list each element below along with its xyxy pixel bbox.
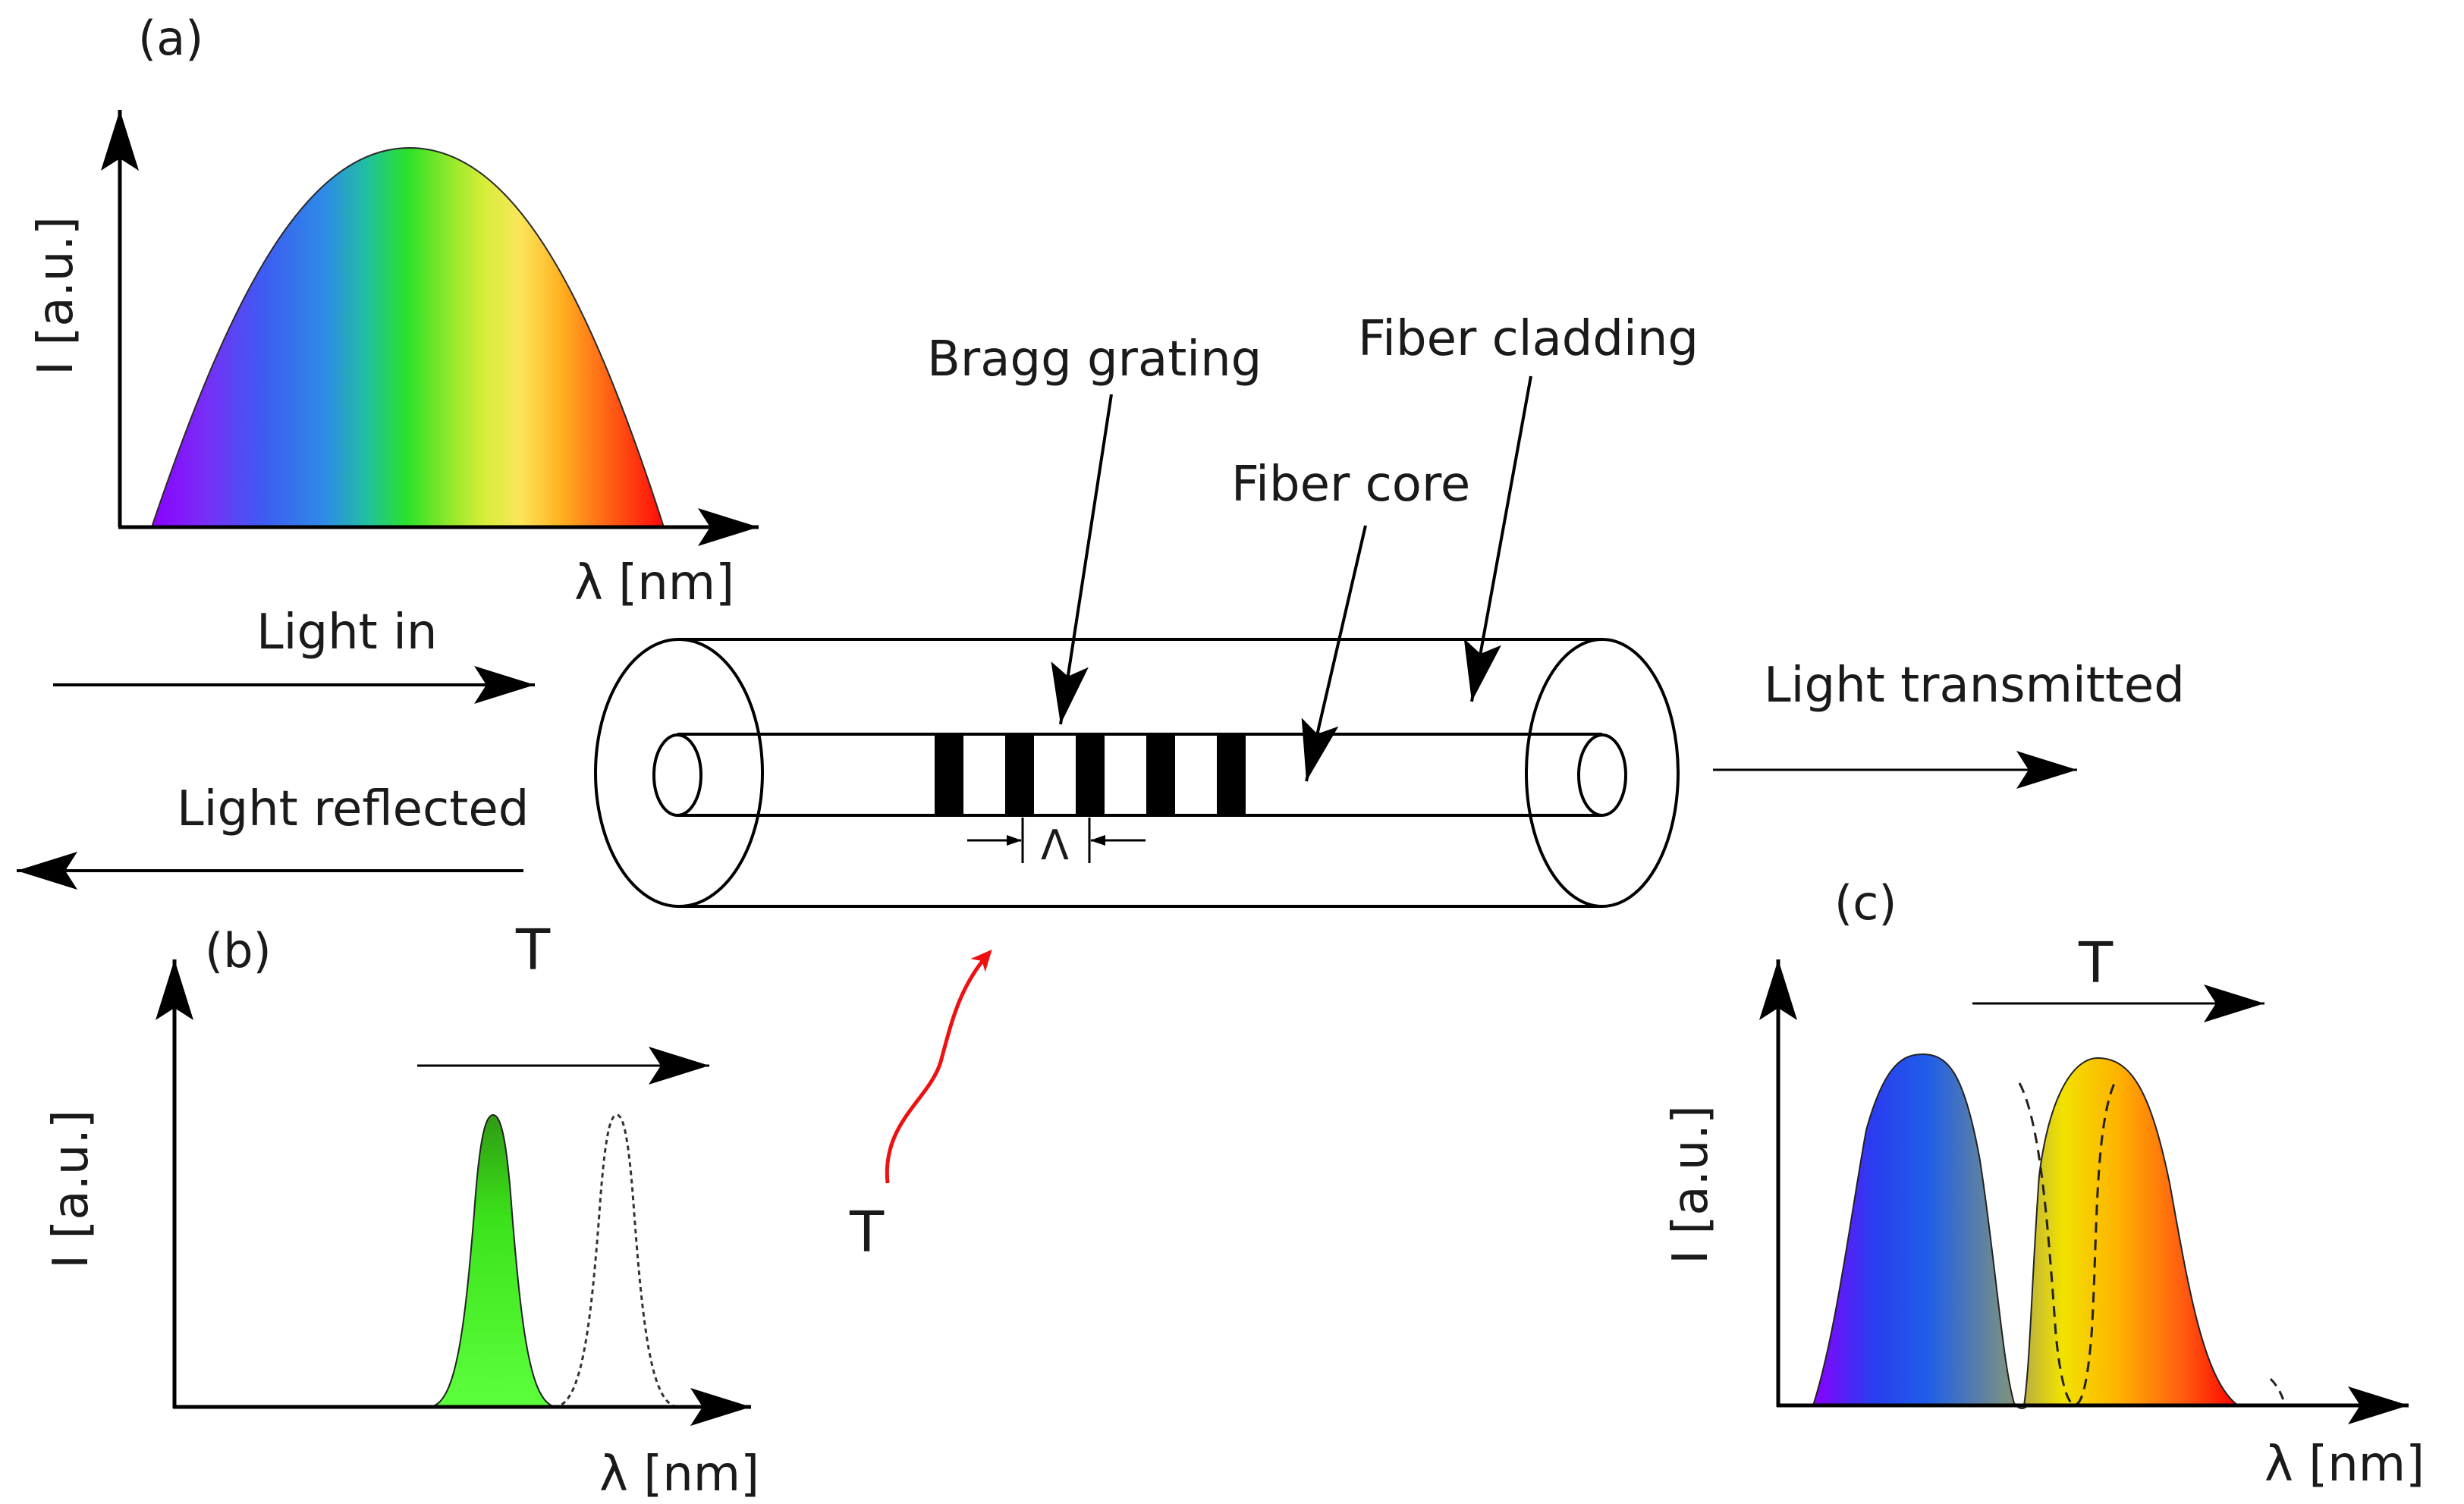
temperature-label-center: T: [849, 1200, 885, 1265]
panel-b: (b) T I [a.u.] λ [nm]: [43, 918, 759, 1502]
grating-bar: [1217, 734, 1246, 815]
panel-a: (a) I [a.u.] λ [nm]: [28, 11, 759, 611]
core-right-end: [1577, 733, 1627, 817]
panel-b-label: (b): [205, 923, 272, 978]
temperature-stimulus: T: [849, 950, 992, 1265]
panel-b-y-label: I [a.u.]: [43, 1110, 99, 1269]
panel-c-label: (c): [1834, 875, 1897, 931]
panel-a-x-label: λ [nm]: [574, 555, 734, 611]
fiber-annotations: Bragg grating Fiber cladding Fiber core: [927, 311, 1699, 782]
reflected-peak: [428, 1113, 558, 1408]
transmitted-band-left: [1812, 1053, 2034, 1409]
shifted-reflected-peak: [553, 1113, 680, 1408]
period-symbol: Λ: [1041, 821, 1069, 869]
transmitted-band-right: [2022, 1057, 2241, 1406]
grating-period-marker: [967, 818, 1146, 863]
core-left-end: [652, 733, 702, 817]
fiber-cladding-pointer: [1463, 375, 1532, 702]
shifted-tail: [2269, 1377, 2286, 1406]
fiber-core-label: Fiber core: [1231, 457, 1470, 513]
grating-bar: [1005, 734, 1034, 815]
bragg-grating-bars: [935, 734, 1246, 815]
bragg-grating-pointer: [1051, 394, 1113, 725]
light-in-label: Light in: [256, 604, 437, 661]
input-spectrum-curve: [150, 146, 665, 528]
grating-bar: [1146, 734, 1175, 815]
light-arrows: Light in Light reflected Light transmitt…: [17, 604, 2185, 890]
fiber-core-pointer: [1301, 525, 1367, 782]
bragg-grating-label: Bragg grating: [927, 331, 1262, 388]
light-transmitted-label: Light transmitted: [1764, 658, 2185, 714]
optical-fiber: [594, 638, 1680, 908]
panel-a-y-label: I [a.u.]: [28, 216, 84, 375]
temperature-label-b: T: [515, 918, 551, 983]
panel-c-y-label: I [a.u.]: [1663, 1105, 1719, 1264]
temperature-label-c: T: [2078, 931, 2114, 996]
panel-c: (c) T I [a.u.] λ [nm]: [1663, 875, 2425, 1493]
temperature-arrow: [885, 950, 992, 1184]
light-reflected-label: Light reflected: [177, 781, 529, 837]
grating-bar: [1076, 734, 1105, 815]
grating-bar: [935, 734, 963, 815]
fiber-cladding-label: Fiber cladding: [1358, 311, 1699, 367]
panel-a-label: (a): [138, 11, 203, 66]
panel-c-x-label: λ [nm]: [2264, 1436, 2425, 1493]
panel-b-x-label: λ [nm]: [599, 1446, 759, 1502]
